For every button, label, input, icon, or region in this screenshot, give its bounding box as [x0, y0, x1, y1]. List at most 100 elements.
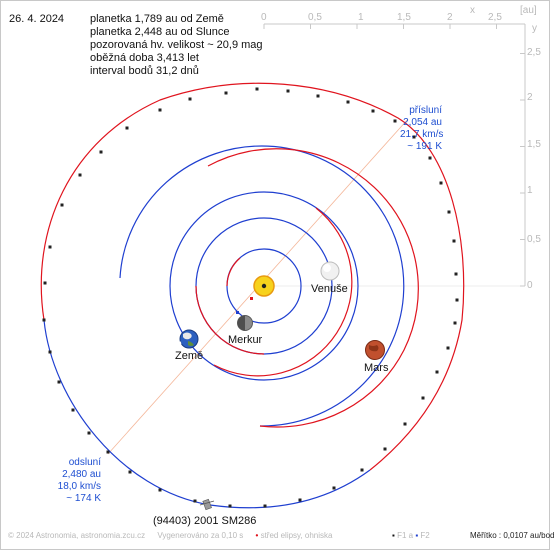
- orbit-interval-point: [447, 210, 451, 214]
- orbit-interval-point: [403, 422, 407, 426]
- perihelion-speed: 21,7 km/s: [400, 129, 444, 140]
- footer: © 2024 Astronomia, astronomia.zcu.cz Vyg…: [8, 531, 352, 540]
- info-line-interval: interval bodů 31,2 dnů: [90, 65, 199, 77]
- mars-label: Mars: [364, 362, 389, 374]
- orbit-interval-point: [286, 89, 290, 93]
- mars-icon: [365, 340, 385, 360]
- orbit-interval-point: [371, 109, 375, 113]
- earth-label: Země: [175, 350, 204, 362]
- mars-orbit: [119, 145, 405, 427]
- mercury-orbit-red-arc: [226, 257, 241, 287]
- y-tick-label: 1,5: [527, 139, 541, 150]
- footer-f2-label: F2: [420, 531, 430, 540]
- info-block: planetka 1,789 au od Země planetka 2,448…: [90, 13, 263, 78]
- earth-icon: [179, 329, 199, 349]
- orbit-interval-point: [224, 91, 228, 95]
- date-label: 26. 4. 2024: [9, 13, 65, 25]
- orbit-interval-point: [60, 203, 64, 207]
- orbit-interval-point: [106, 450, 110, 454]
- axis-unit-label: [au]: [520, 5, 537, 16]
- aphelion-distance: 2,480 au: [62, 469, 101, 480]
- orbit-interval-point: [193, 499, 197, 503]
- x-tick-label: 0,5: [308, 12, 322, 23]
- orbit-interval-point: [87, 431, 91, 435]
- axes: [263, 23, 526, 287]
- orbit-interval-point: [393, 119, 397, 123]
- orbit-interval-point: [228, 504, 232, 508]
- earth-orbit: [169, 191, 359, 381]
- info-line-distance-sun: planetka 2,448 au od Slunce: [90, 26, 230, 38]
- orbit-interval-point: [360, 468, 364, 472]
- aphelion-temperature: ~ 174 K: [66, 493, 101, 504]
- orbit-interval-point: [298, 498, 302, 502]
- y-tick-label: 2: [527, 92, 533, 103]
- footer-generated: Vygenerováno za 0,10 s: [157, 531, 244, 540]
- footer-center-legend: • střed elipsy, ohniska: [255, 531, 333, 540]
- info-line-magnitude: pozorovaná hv. velikost ~ 20,9 mag: [90, 39, 263, 51]
- perihelion-distance: 2,054 au: [403, 117, 442, 128]
- footer-copyright: © 2024 Astronomia, astronomia.zcu.cz: [8, 531, 146, 540]
- orbit-interval-point: [125, 126, 129, 130]
- orbit-interval-point: [99, 150, 103, 154]
- orbit-interval-point: [412, 135, 416, 139]
- orbit-interval-point: [188, 97, 192, 101]
- perihelion-title: přísluní: [409, 105, 442, 116]
- orbit-interval-point: [43, 281, 47, 285]
- y-tick-label: 0,5: [527, 234, 541, 245]
- orbit-interval-point: [263, 504, 267, 508]
- venus-icon: [320, 261, 340, 281]
- x-tick-label: 0: [261, 12, 267, 23]
- x-tick-label: 1,5: [397, 12, 411, 23]
- mars-orbit-red: [207, 148, 419, 428]
- orbit-interval-point: [346, 100, 350, 104]
- asteroid-label: (94403) 2001 SM286: [153, 515, 257, 527]
- venus-orbit-red-arc: [195, 285, 265, 355]
- orbit-interval-point: [435, 370, 439, 374]
- y-ticks: [520, 53, 525, 287]
- y-tick-label: 2,5: [527, 47, 541, 58]
- y-axis-label: y: [532, 23, 537, 34]
- asteroid-orbit-points: [42, 87, 459, 508]
- footer-f1-label: F1 a: [397, 531, 414, 540]
- info-line-distance-earth: planetka 1,789 au od Země: [90, 13, 224, 25]
- footer-scale: Měřítko : 0,0107 au/bod: [470, 531, 555, 540]
- orbit-interval-point: [48, 350, 52, 354]
- earth-orbit-red-arc: [213, 207, 353, 377]
- orbit-interval-point: [383, 447, 387, 451]
- mercury-label: Merkur: [228, 334, 263, 346]
- orbit-interval-point: [48, 245, 52, 249]
- perihelion-info: přísluní 2,054 au 21,7 km/s ~ 191 K: [400, 105, 444, 153]
- focus-f2-marker: [236, 311, 239, 314]
- perihelion-temperature: ~ 191 K: [407, 141, 442, 152]
- orbit-interval-point: [446, 346, 450, 350]
- x-tick-label: 2,5: [488, 12, 502, 23]
- orbit-interval-point: [42, 318, 46, 322]
- sun-icon: [253, 275, 275, 297]
- x-axis-label: x: [470, 5, 475, 16]
- y-tick-label: 1: [527, 185, 533, 196]
- footer-foci-legend: ▪ F1 a ▪ F2: [392, 531, 430, 540]
- orbit-interval-point: [158, 108, 162, 112]
- x-tick-label: 1: [358, 12, 364, 23]
- orbit-interval-point: [428, 156, 432, 160]
- orbit-interval-point: [255, 87, 259, 91]
- orbit-interval-point: [128, 470, 132, 474]
- footer-center-legend-text: střed elipsy, ohniska: [260, 531, 333, 540]
- x-ticks: [263, 24, 497, 29]
- x-tick-label: 2: [447, 12, 453, 23]
- orbit-interval-point: [158, 488, 162, 492]
- orbit-interval-point: [455, 298, 459, 302]
- orbit-interval-point: [421, 396, 425, 400]
- orbit-interval-point: [71, 408, 75, 412]
- info-line-period: oběžná doba 3,413 let: [90, 52, 199, 64]
- orbit-interval-point: [316, 94, 320, 98]
- orbit-interval-point: [439, 181, 443, 185]
- y-tick-label: 0: [527, 280, 533, 291]
- orbit-interval-point: [454, 272, 458, 276]
- orbit-interval-point: [453, 321, 457, 325]
- ellipse-center-marker: [250, 297, 253, 300]
- asteroid-orbit-blue: [43, 319, 371, 509]
- aphelion-title: odsluní: [68, 457, 101, 468]
- aphelion-info: odsluní 2,480 au 18,0 km/s ~ 174 K: [55, 457, 101, 505]
